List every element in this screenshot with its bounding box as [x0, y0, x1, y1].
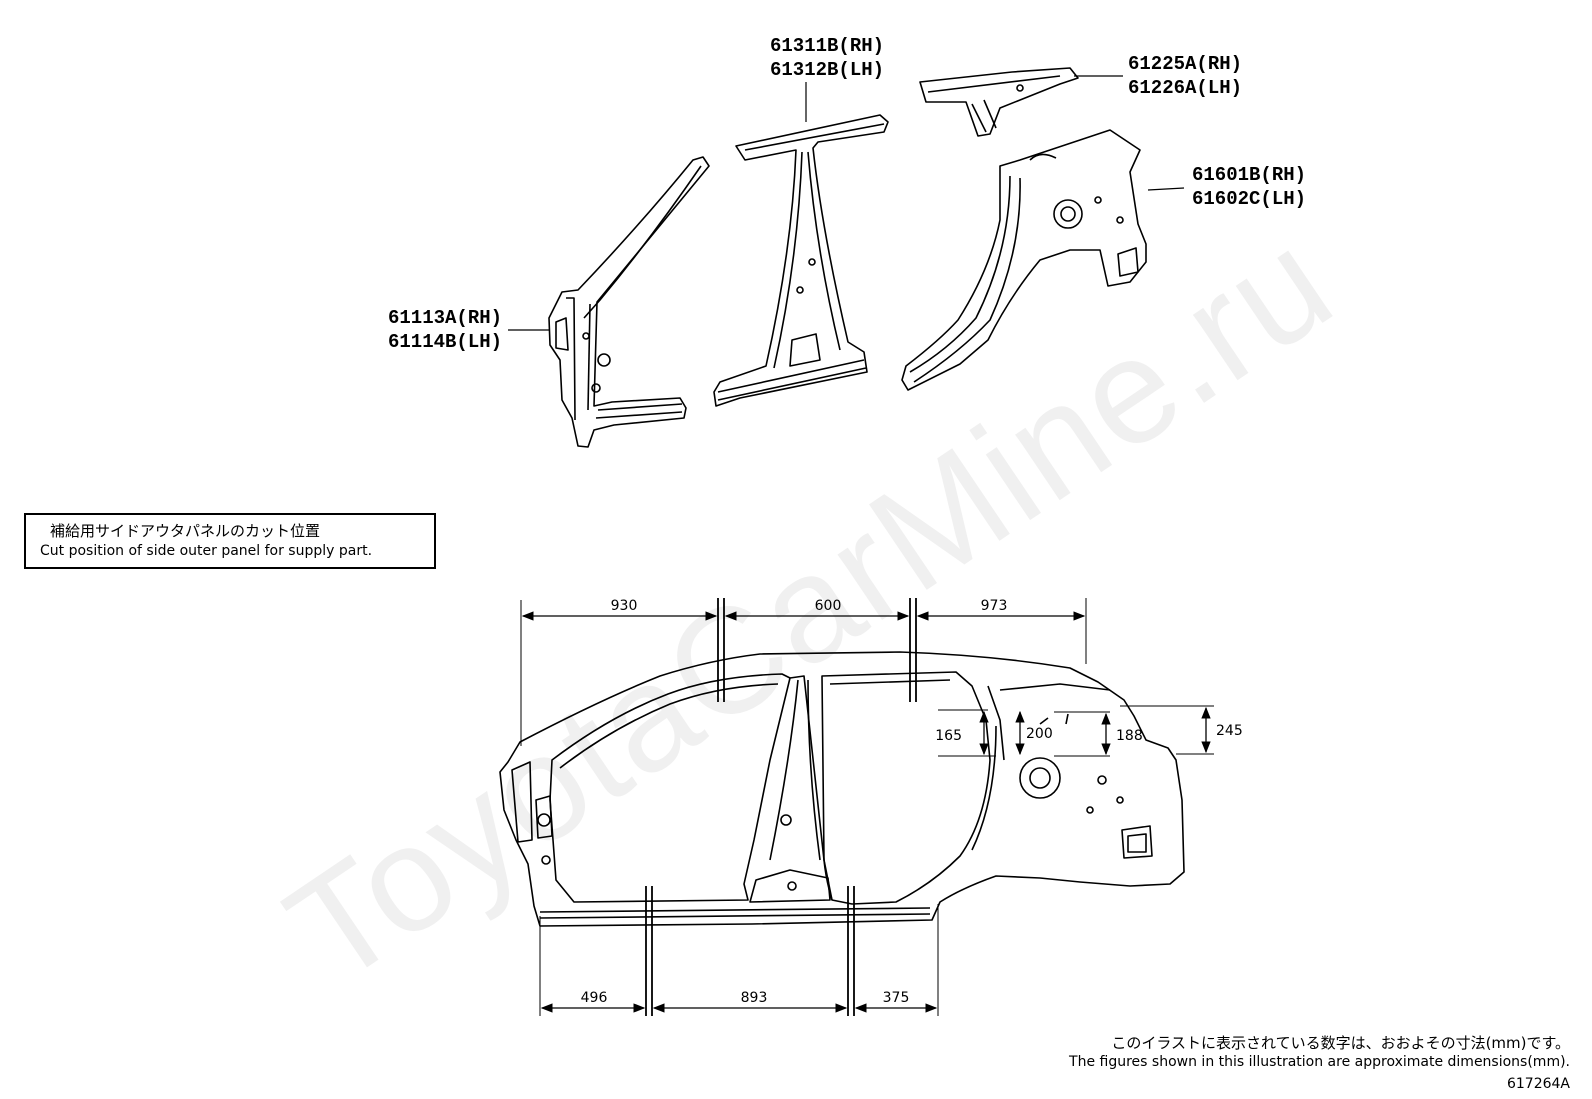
part-number-rh: 61601B(RH) [1192, 164, 1307, 186]
rear-roof-rail-part [919, 67, 1079, 137]
footer-japanese: このイラストに表示されている数字は、おおよその寸法(mm)です。 [1111, 1034, 1570, 1052]
footer-english: The figures shown in this illustration a… [1069, 1054, 1570, 1070]
dim-vertical-165: 165 [935, 728, 962, 744]
part-label-center-pillar: 61311B(RH) 61312B(LH) [770, 34, 884, 82]
dim-bottom-2: 893 [741, 990, 768, 1006]
dim-vertical-188: 188 [1116, 728, 1143, 744]
part-number-lh: 61312B(LH) [770, 59, 885, 81]
dim-vertical-245: 245 [1216, 723, 1243, 739]
part-number-rh: 61113A(RH) [388, 307, 503, 329]
cut-marks [645, 598, 917, 1016]
dim-top-1: 930 [611, 598, 638, 614]
front-pillar-part [548, 156, 710, 448]
note-english: Cut position of side outer panel for sup… [40, 543, 373, 559]
part-label-front-pillar: 61113A(RH) 61114B(LH) [388, 306, 502, 354]
dim-bottom-3: 375 [883, 990, 910, 1006]
part-number-lh: 61226A(LH) [1128, 77, 1243, 99]
dim-vertical-200: 200 [1026, 726, 1053, 742]
part-label-quarter-panel: 61601B(RH) 61602C(LH) [1192, 163, 1306, 211]
dimension-lines [521, 611, 1211, 1013]
note-japanese: 補給用サイドアウタパネルのカット位置 [50, 522, 321, 540]
quarter-panel-part [901, 129, 1147, 391]
cut-position-note: 補給用サイドアウタパネルのカット位置 Cut position of side … [24, 513, 436, 569]
figure-id: 617264A [1506, 1076, 1570, 1092]
part-number-rh: 61311B(RH) [770, 35, 885, 57]
leader-lines [508, 75, 1185, 331]
dim-top-3: 973 [981, 598, 1008, 614]
center-pillar-part [713, 114, 889, 407]
dim-top-2: 600 [815, 598, 842, 614]
extension-lines [520, 598, 1214, 1016]
part-number-rh: 61225A(RH) [1128, 53, 1243, 75]
assembled-side-panel [499, 651, 1185, 927]
part-label-rear-roof-rail: 61225A(RH) 61226A(LH) [1128, 52, 1242, 100]
part-number-lh: 61602C(LH) [1192, 188, 1307, 210]
dim-bottom-1: 496 [581, 990, 608, 1006]
part-number-lh: 61114B(LH) [388, 331, 503, 353]
